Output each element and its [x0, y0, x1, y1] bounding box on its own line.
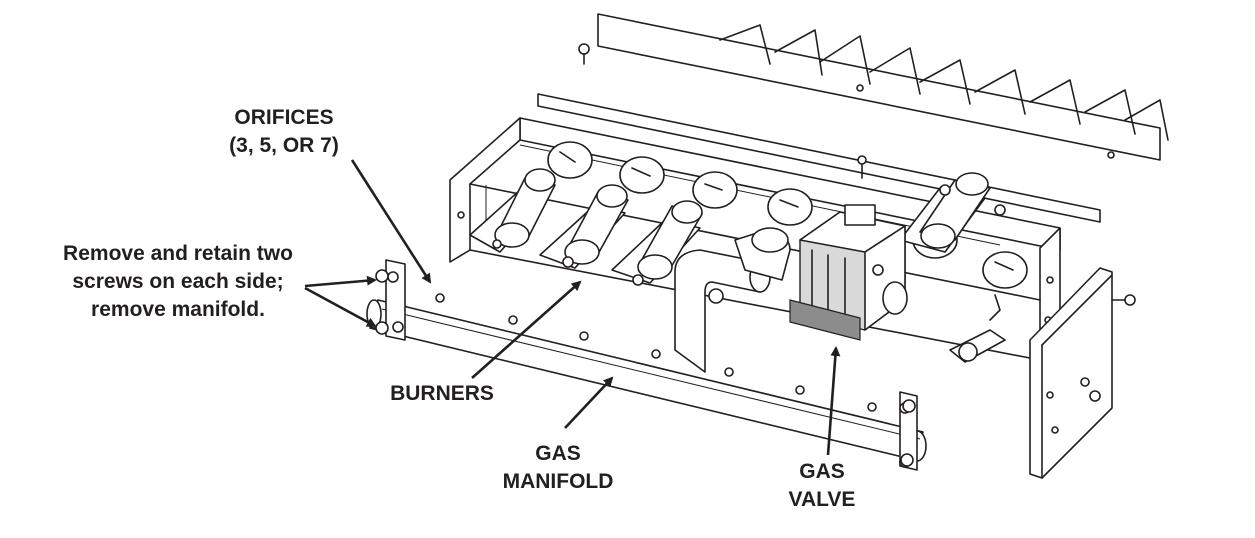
leader-arrows	[304, 159, 841, 456]
orifices-label-line1: ORIFICES	[234, 106, 334, 129]
burners-label-text: BURNERS	[390, 382, 494, 405]
gas-manifold-line1: GAS	[535, 442, 581, 465]
burner	[899, 172, 1006, 253]
gas-supply-pipe	[674, 227, 791, 373]
manifold-arrow	[564, 376, 614, 429]
remove-instruction-line1: Remove and retain two	[63, 242, 293, 265]
screw-arrow-upper	[304, 275, 377, 288]
right-side-bracket	[1029, 267, 1136, 479]
burner	[611, 200, 703, 286]
gas-valve-body	[789, 155, 908, 341]
burners-label: BURNERS	[372, 380, 512, 408]
orifices-arrow	[350, 159, 432, 284]
remove-instruction-label: Remove and retain two screws on each sid…	[32, 240, 324, 324]
remove-instruction-line3: remove manifold.	[91, 298, 265, 321]
screw-arrow-lower	[304, 286, 377, 328]
gas-valve-line1: GAS	[799, 460, 845, 483]
gas-valve-arrow	[826, 346, 841, 456]
orifices-label-line2: (3, 5, OR 7)	[229, 134, 339, 157]
manifold-screws	[375, 269, 916, 467]
gas-manifold-line2: MANIFOLD	[502, 470, 614, 493]
burner	[539, 184, 629, 269]
burner	[469, 168, 556, 253]
gas-valve-label: GAS VALVE	[772, 458, 872, 514]
gas-valve-line2: VALVE	[788, 488, 856, 511]
remove-instruction-line2: screws on each side;	[72, 270, 284, 293]
gas-manifold-label: GAS MANIFOLD	[484, 440, 632, 496]
burners-arrow	[471, 280, 582, 379]
burner-box	[449, 93, 1101, 361]
igniter	[949, 294, 1006, 363]
heat-exchanger-fins	[578, 13, 1169, 161]
orifices-label: ORIFICES (3, 5, OR 7)	[208, 104, 360, 160]
burners	[469, 168, 1006, 286]
